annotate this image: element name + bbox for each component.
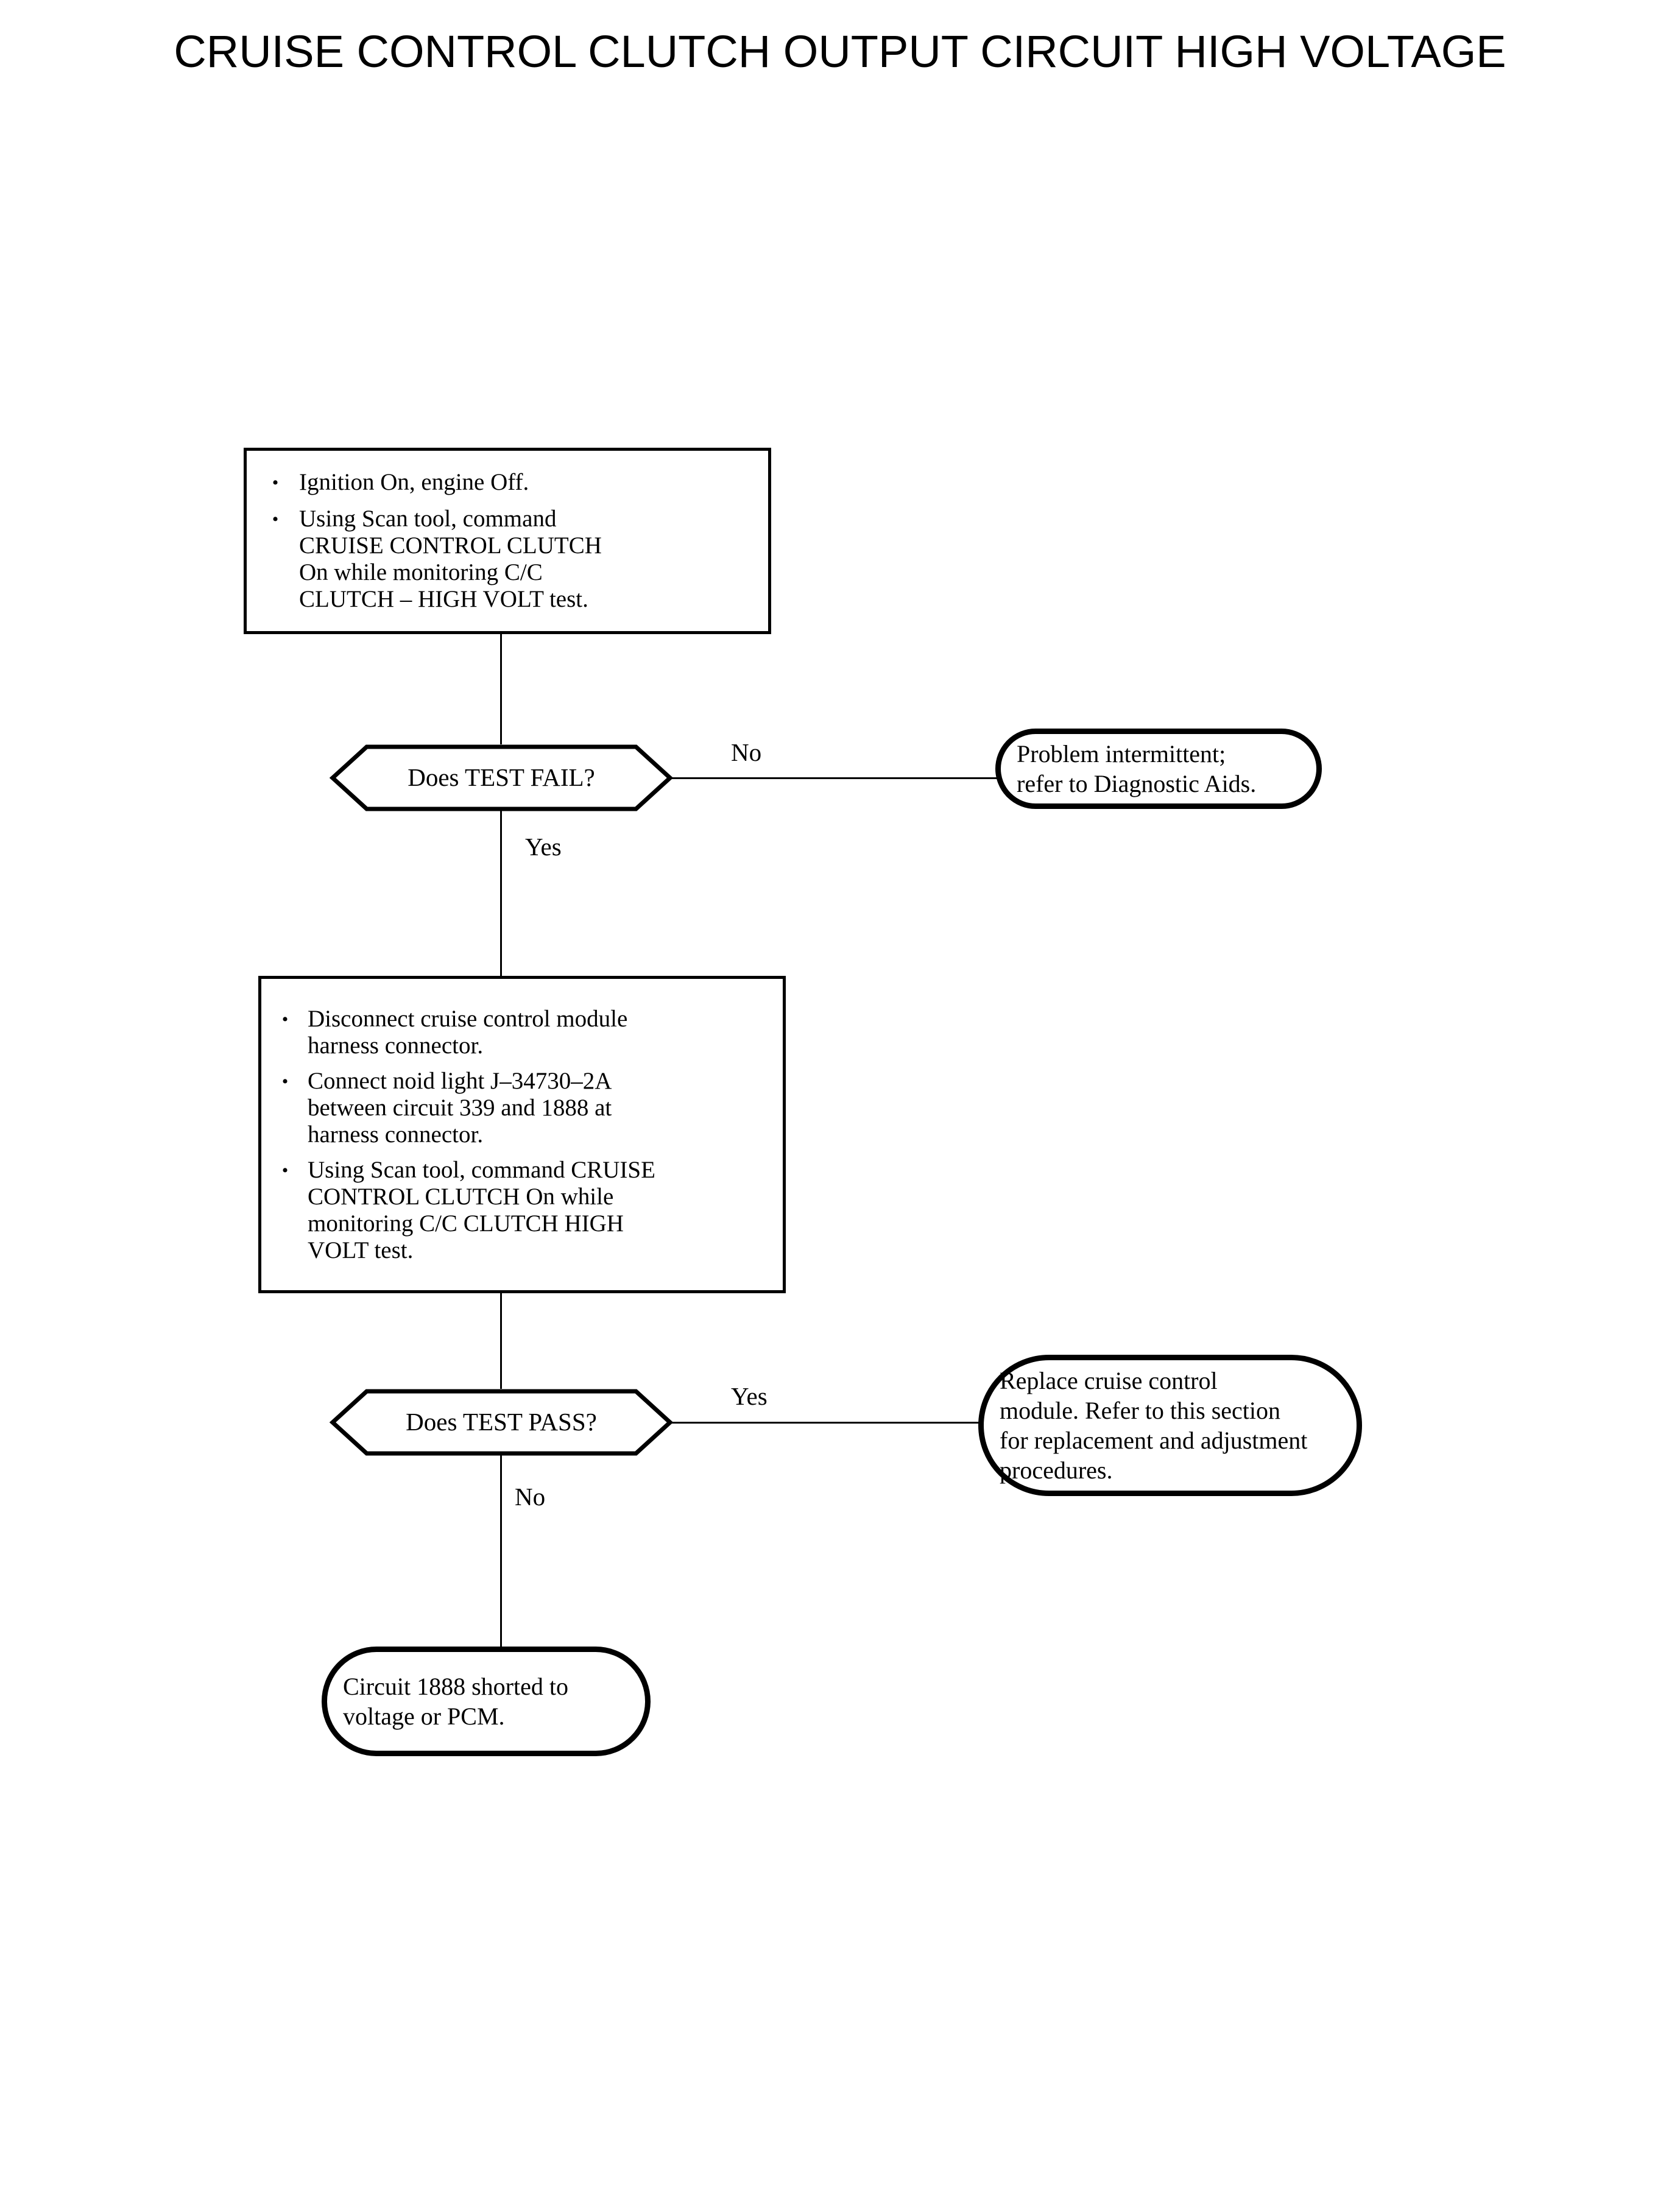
bullet-icon: • [272, 509, 279, 529]
branch-label-yes-1: Yes [525, 833, 562, 861]
terminator-circuit-shorted: Circuit 1888 shorted to voltage or PCM. [322, 1647, 651, 1756]
process-box-step-1: • Ignition On, engine Off. • Using Scan … [244, 448, 771, 634]
terminator-problem-intermittent: Problem intermittent; refer to Diagnosti… [995, 729, 1322, 809]
list-item: • Using Scan tool, command CRUISE CONTRO… [247, 506, 768, 613]
connector-decision1-yes [500, 810, 502, 976]
list-item-text: Using Scan tool, command CRUISE CONTROL … [308, 1156, 655, 1263]
connector-step1-to-decision1 [500, 634, 502, 744]
bullet-icon: • [281, 1071, 289, 1092]
decision-does-test-fail: Does TEST FAIL? [298, 744, 704, 811]
terminator-text: Problem intermittent; refer to Diagnosti… [1017, 740, 1257, 797]
bullet-icon: • [281, 1160, 289, 1181]
decision-label: Does TEST FAIL? [408, 763, 595, 792]
list-item: • Ignition On, engine Off. [247, 469, 768, 497]
page-title: CRUISE CONTROL CLUTCH OUTPUT CIRCUIT HIG… [174, 26, 1506, 77]
list-item: • Using Scan tool, command CRUISE CONTRO… [261, 1157, 783, 1264]
bullet-list: • Disconnect cruise control module harne… [261, 979, 783, 1290]
list-item: • Connect noid light J–34730–2A between … [261, 1068, 783, 1148]
list-item-text: Using Scan tool, command CRUISE CONTROL … [299, 506, 602, 612]
decision-label: Does TEST PASS? [406, 1408, 597, 1436]
terminator-text: Circuit 1888 shorted to voltage or PCM. [343, 1673, 568, 1730]
bullet-icon: • [281, 1009, 289, 1029]
decision-does-test-pass: Does TEST PASS? [298, 1389, 704, 1456]
connector-decision1-no [670, 777, 999, 779]
bullet-icon: • [272, 473, 279, 493]
connector-step2-to-decision2 [500, 1293, 502, 1389]
connector-decision2-no [500, 1455, 502, 1647]
branch-label-no-2: No [515, 1483, 546, 1511]
process-box-step-2: • Disconnect cruise control module harne… [258, 976, 786, 1293]
connector-decision2-yes [670, 1422, 982, 1424]
branch-label-yes-2: Yes [731, 1382, 768, 1410]
terminator-text: Replace cruise control module. Refer to … [1000, 1367, 1308, 1484]
bullet-list: • Ignition On, engine Off. • Using Scan … [247, 451, 768, 631]
terminator-replace-module: Replace cruise control module. Refer to … [978, 1355, 1362, 1496]
list-item: • Disconnect cruise control module harne… [261, 1006, 783, 1059]
branch-label-no-1: No [731, 738, 762, 766]
list-item-text: Ignition On, engine Off. [299, 469, 529, 495]
list-item-text: Disconnect cruise control module harness… [308, 1005, 628, 1059]
list-item-text: Connect noid light J–34730–2A between ci… [308, 1067, 612, 1148]
